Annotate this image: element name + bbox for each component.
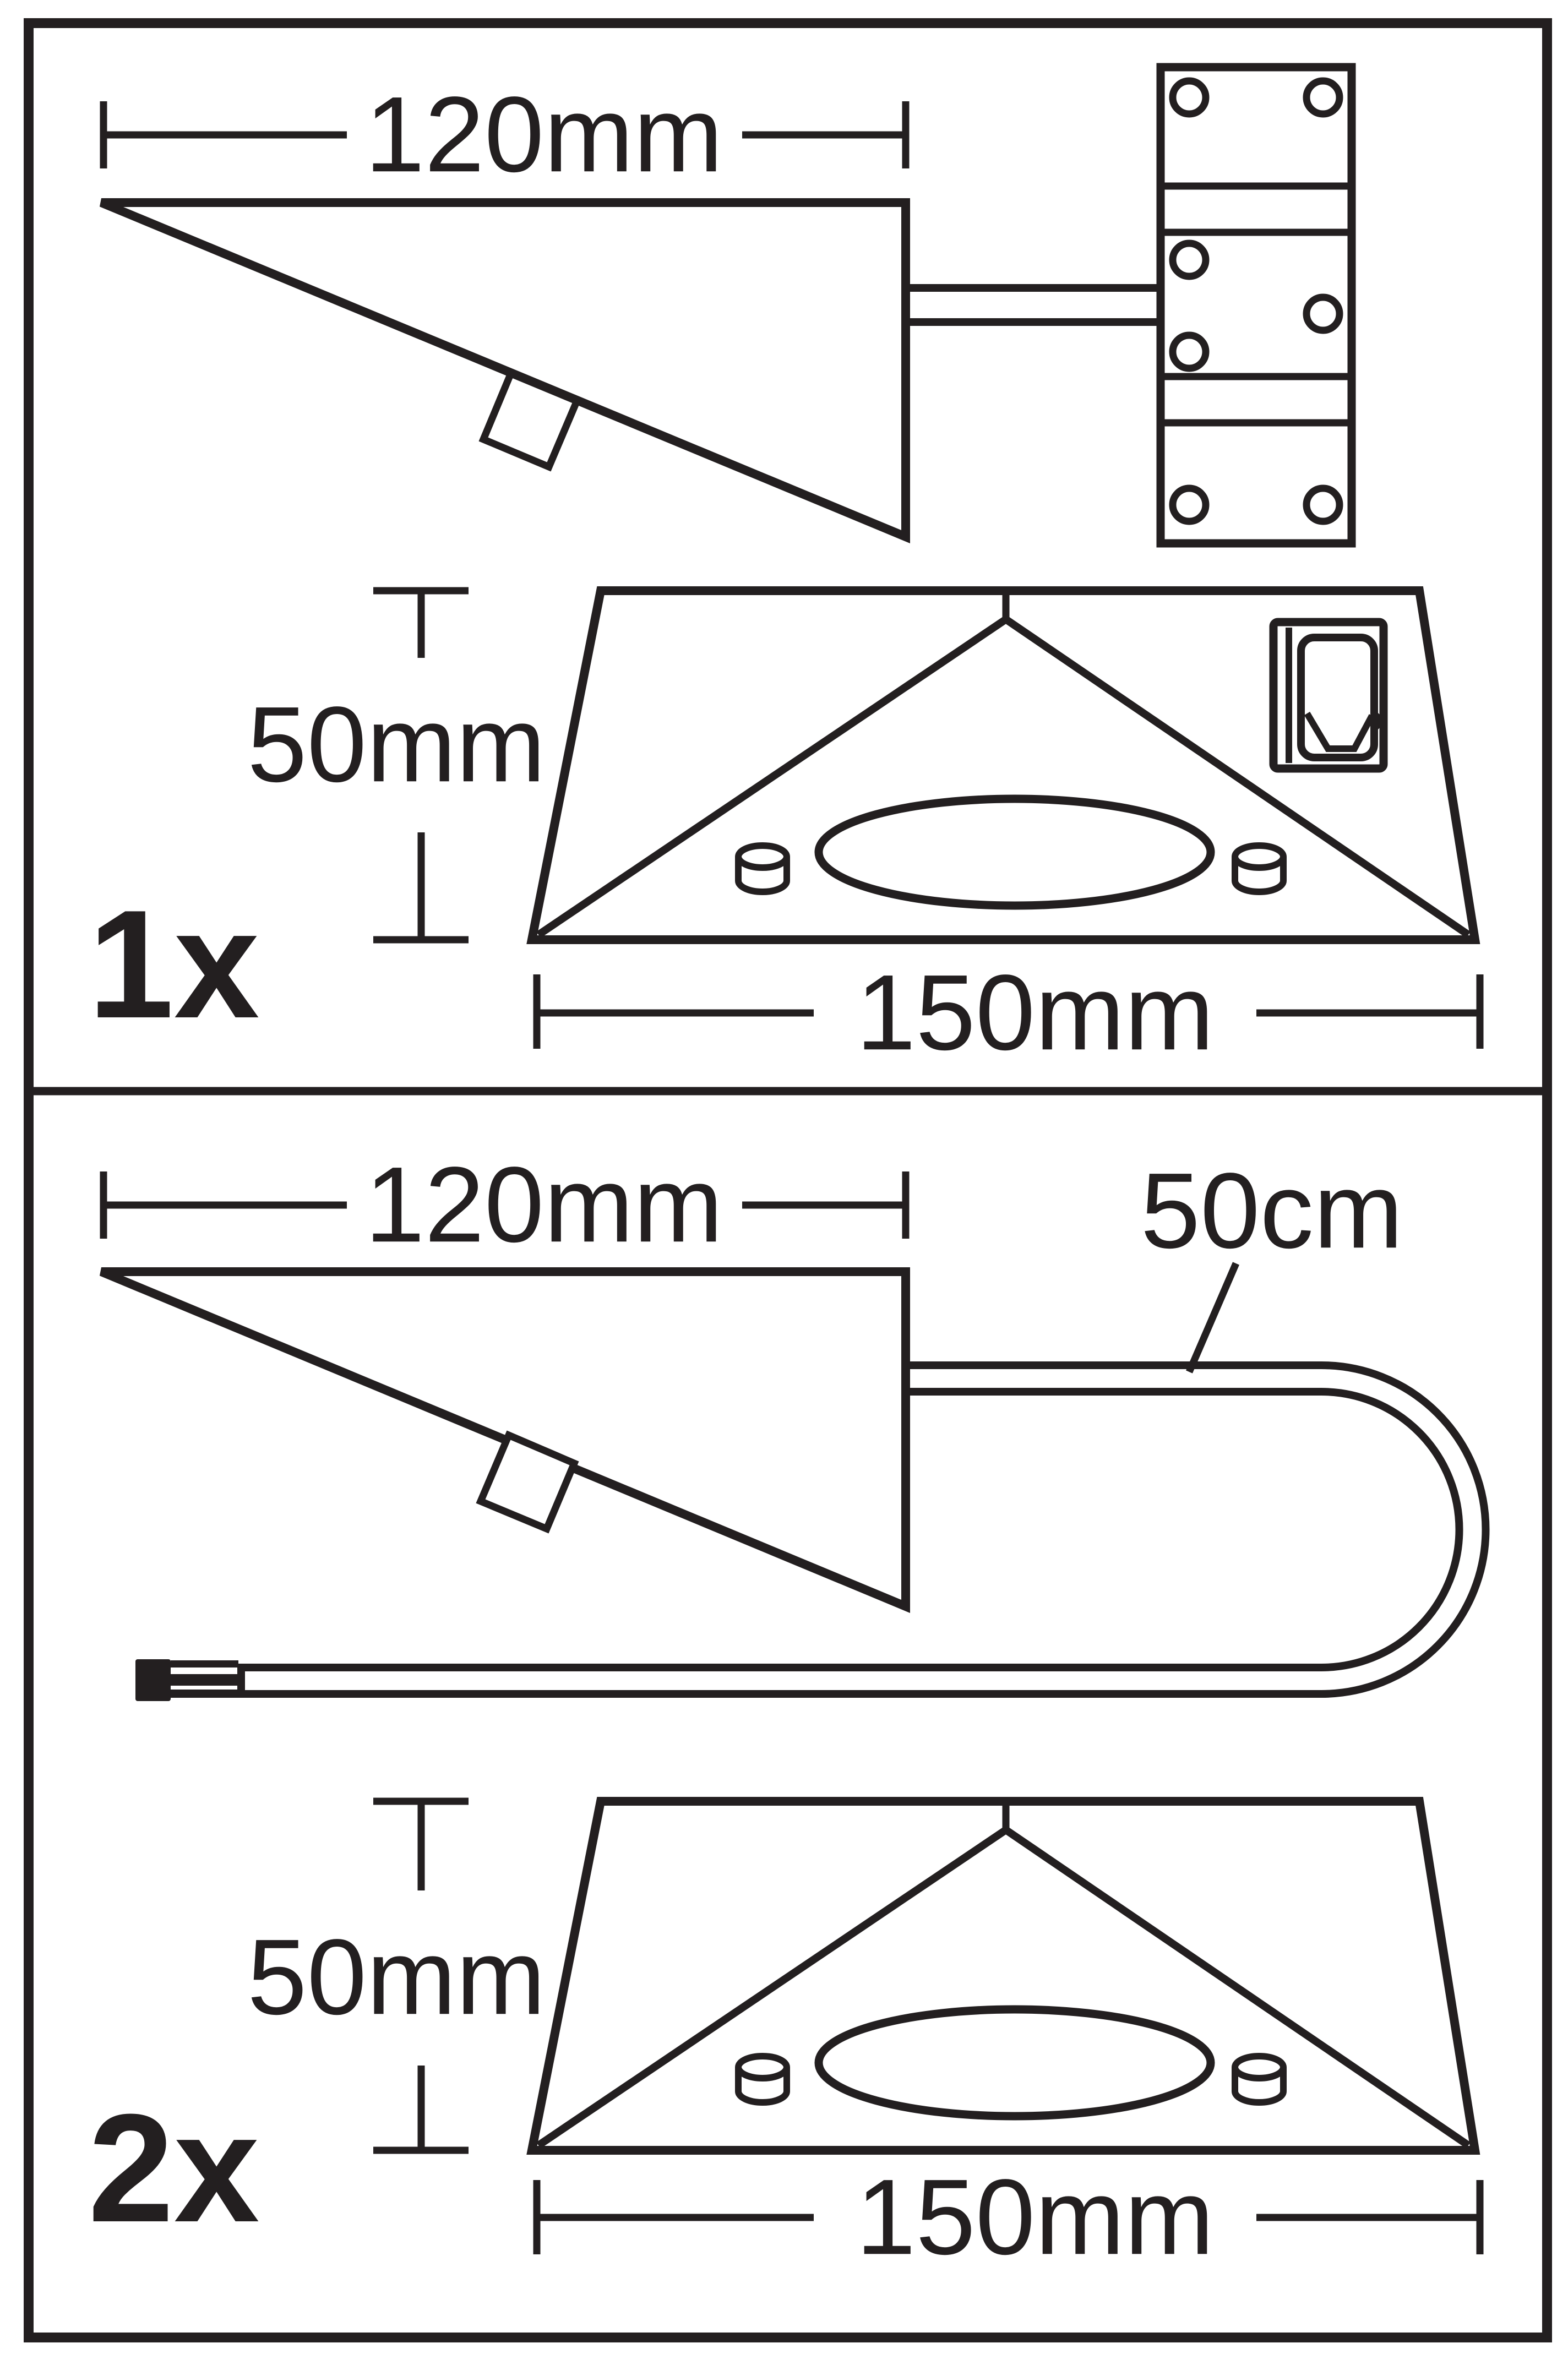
- quantity-label: 1x: [88, 879, 260, 1050]
- dimension-height-50mm: 50mm: [247, 1797, 546, 2154]
- rocker-crease: [1304, 711, 1375, 752]
- cable-length-callout: 50cm: [1141, 1151, 1403, 1374]
- triangle-body: [99, 198, 910, 543]
- page-frame: [24, 18, 1552, 2342]
- screw-boss: [1235, 846, 1283, 892]
- leader-line: [1186, 1262, 1239, 1374]
- stripped-wire: [171, 1660, 238, 1668]
- dimension-width-120mm: 120mm: [100, 1145, 910, 1265]
- bracket-plate: [1156, 63, 1356, 548]
- dim-label-depth: 150mm: [856, 2157, 1214, 2277]
- screw-hole: [1169, 77, 1210, 118]
- panel-1-wall-light: 120mm: [88, 63, 1484, 1072]
- screw-boss: [1235, 2056, 1283, 2102]
- dim-label-height: 50mm: [247, 684, 546, 804]
- bottom-view-trapezoid: [526, 1797, 1480, 2155]
- screw-hole: [1169, 331, 1210, 372]
- face-edge-left: [536, 1827, 1008, 2149]
- bottom-view-trapezoid: [526, 586, 1480, 944]
- mounting-bracket: [1156, 63, 1356, 548]
- screw-boss: [738, 846, 787, 892]
- switch-frame: [1269, 618, 1388, 773]
- rocker-switch: [1269, 618, 1388, 773]
- dim-label-height: 50mm: [247, 1917, 546, 2037]
- lamp-opening: [814, 2005, 1215, 2121]
- stripped-wire: [171, 1690, 238, 1698]
- dimension-depth-150mm: 150mm: [533, 952, 1484, 1072]
- cable-outline: [237, 1361, 1490, 1698]
- cable-length-label: 50cm: [1141, 1151, 1403, 1271]
- power-cable: [135, 1361, 1490, 1701]
- trapezoid-body: [526, 1797, 1480, 2155]
- screw-hole: [1303, 293, 1343, 334]
- panel-2-corded-light: 120mm 50cm: [88, 1145, 1490, 2277]
- face-edge-right: [1004, 1827, 1471, 2149]
- dim-label-depth: 150mm: [856, 952, 1214, 1072]
- mounting-tab: [478, 368, 582, 472]
- cable-core: [245, 1369, 1482, 1690]
- dim-label-width: 120mm: [365, 74, 723, 194]
- side-view-triangle: [99, 198, 910, 543]
- side-view-triangle: [99, 1267, 910, 1613]
- dimension-height-50mm: 50mm: [247, 587, 546, 944]
- stripped-wire: [171, 1674, 238, 1686]
- screw-boss: [738, 2056, 787, 2102]
- dim-label-width: 120mm: [365, 1145, 723, 1265]
- bracket-arm: [906, 284, 1161, 326]
- screw-hole: [1169, 239, 1210, 280]
- screw-hole: [1303, 77, 1343, 118]
- quantity-label: 2x: [88, 2083, 260, 2254]
- trapezoid-body: [526, 586, 1480, 944]
- screw-hole: [1169, 484, 1210, 525]
- rocker-tip: [1374, 709, 1386, 733]
- dimension-depth-150mm: 150mm: [533, 2157, 1484, 2277]
- screw-hole: [1303, 484, 1343, 525]
- outer-border: [24, 18, 1552, 2342]
- mounting-tab: [476, 1430, 579, 1534]
- face-edge-right: [1004, 616, 1471, 938]
- wire-end-block: [135, 1659, 171, 1701]
- lamp-opening: [814, 794, 1215, 910]
- dimension-width-120mm: 120mm: [100, 74, 910, 194]
- face-edge-left: [536, 616, 1008, 938]
- switch-rocker: [1297, 634, 1378, 761]
